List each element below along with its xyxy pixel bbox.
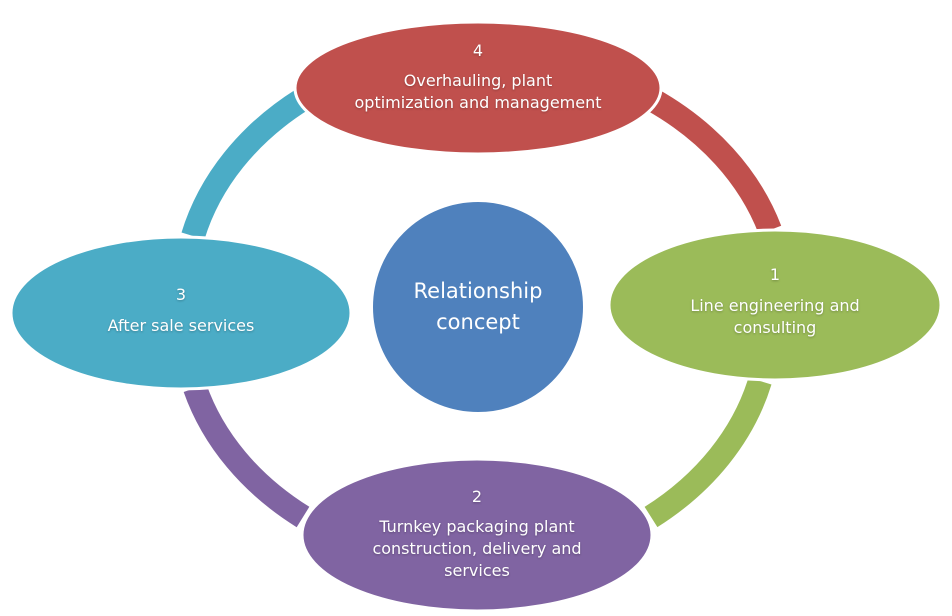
node-4-overhauling — [293, 20, 663, 156]
center-label: Relationship concept — [378, 276, 578, 338]
node-3-number: 3 — [175, 285, 187, 304]
node-2-text-line-1: Turnkey packaging plant — [379, 517, 575, 536]
center-circle — [371, 200, 585, 414]
node-3-label: 3 After sale services — [61, 284, 301, 337]
connector-1-to-2 — [644, 377, 772, 528]
node-4-label: 4 Overhauling, plant optimization and ma… — [330, 40, 626, 114]
node-1-label: 1 Line engineering and consulting — [650, 264, 900, 339]
center-label-line-2: concept — [436, 310, 520, 334]
node-3-after-sale — [9, 235, 353, 391]
node-1-text-line-2: consulting — [733, 318, 817, 337]
node-3-text-line-1: After sale services — [107, 316, 255, 335]
node-1-text-line-1: Line engineering and — [690, 296, 860, 315]
center-label-line-1: Relationship — [413, 279, 543, 303]
node-1-number: 1 — [769, 265, 781, 284]
node-2-text-line-3: services — [444, 561, 510, 580]
connector-2-to-3 — [183, 383, 310, 528]
node-4-text-line-2: optimization and management — [354, 93, 602, 112]
node-1-line-engineering — [607, 228, 943, 382]
connector-3-to-4 — [181, 88, 310, 240]
node-2-turnkey — [300, 457, 654, 613]
node-4-text-line-1: Overhauling, plant — [403, 71, 553, 90]
connector-4-to-1 — [645, 88, 782, 235]
node-2-label: 2 Turnkey packaging plant construction, … — [327, 486, 627, 582]
node-4-number: 4 — [472, 41, 484, 60]
node-2-text-line-2: construction, delivery and — [372, 539, 582, 558]
node-2-number: 2 — [471, 487, 483, 506]
